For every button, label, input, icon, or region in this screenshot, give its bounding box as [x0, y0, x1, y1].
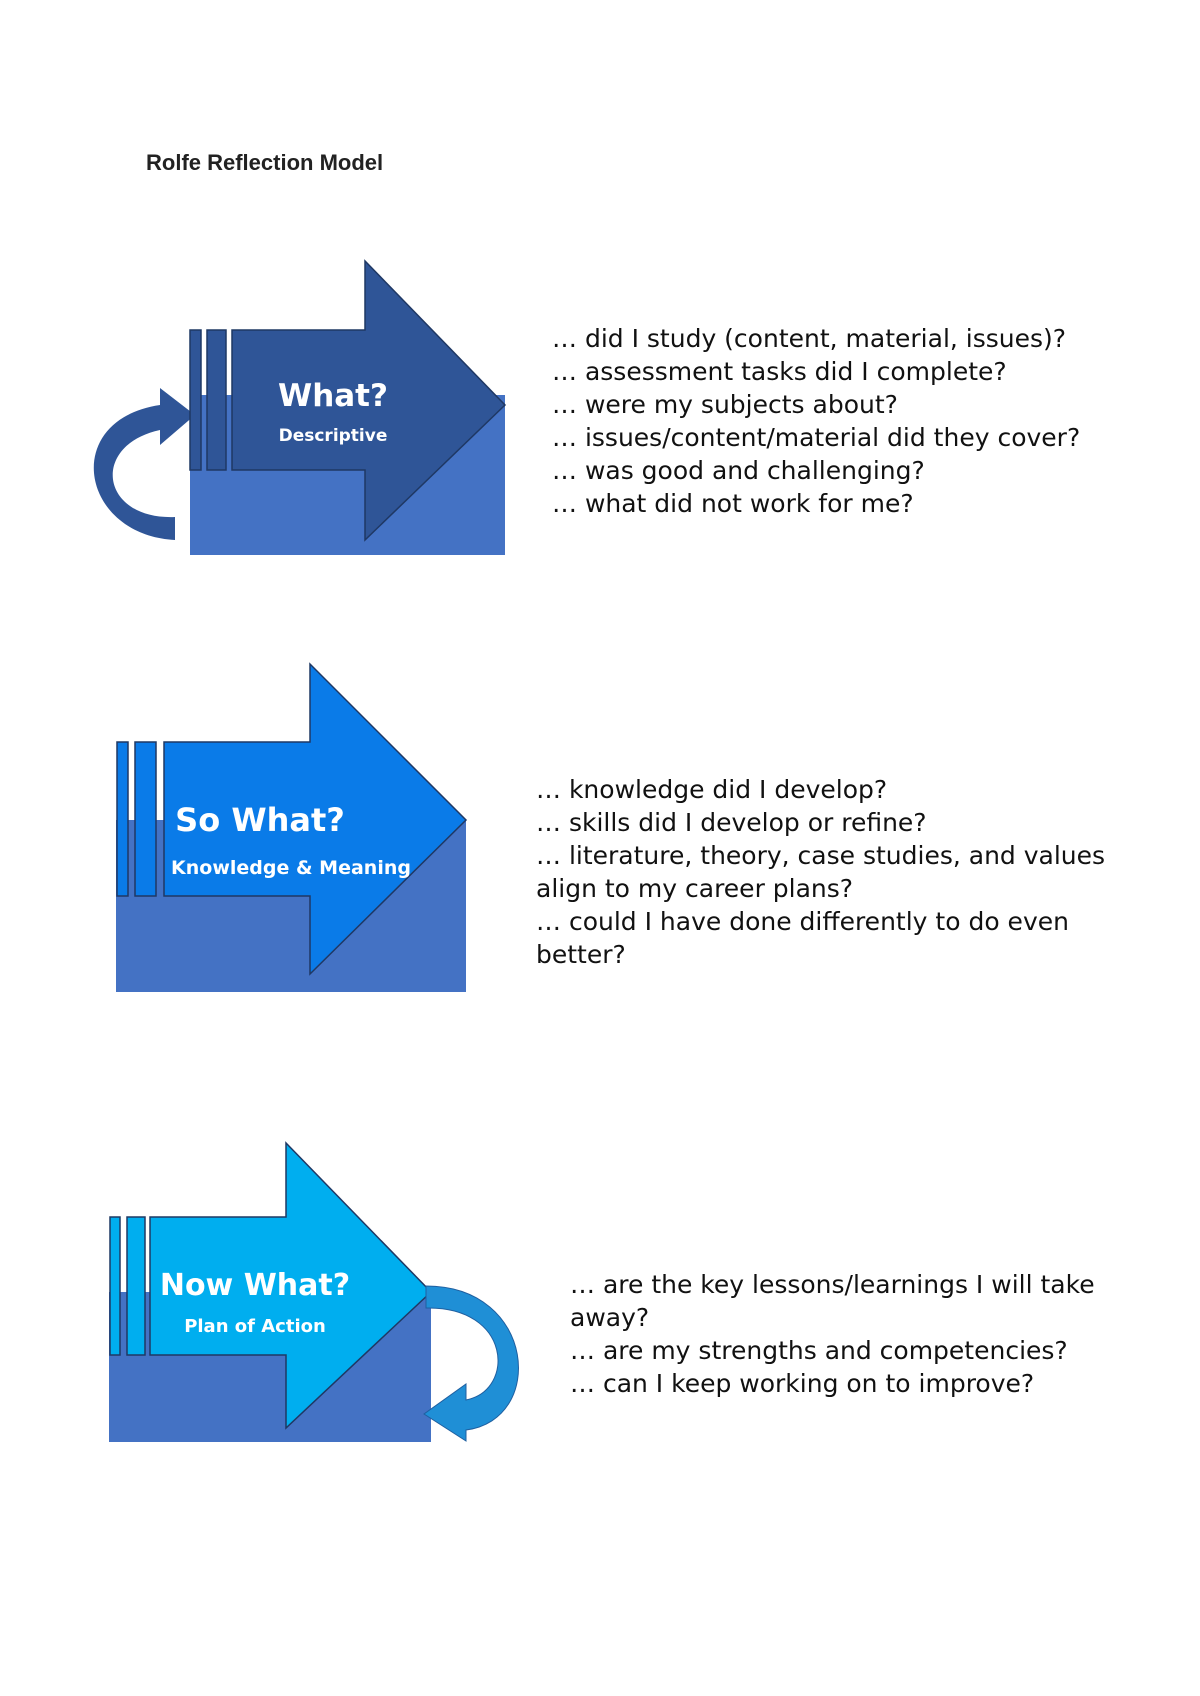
arrow-stripe-what-2: [206, 329, 227, 471]
arrow-subheading-now-what: Plan of Action: [184, 1316, 326, 1337]
arrow-heading-now-what: Now What?: [160, 1268, 350, 1303]
arrow-stripe-now-what-1: [109, 1216, 121, 1356]
question-item: … was good and challenging?: [552, 456, 925, 485]
question-item: … issues/content/material did they cover…: [552, 423, 1081, 452]
question-item: … did I study (content, material, issues…: [552, 324, 1067, 353]
question-item: … were my subjects about?: [552, 390, 898, 419]
question-list-now-what: … are the key lessons/learnings I will t…: [570, 1268, 1110, 1400]
stage-now-what-diagram: Now What? Plan of Action: [109, 1141, 519, 1442]
stage-what-diagram: What? Descriptive: [93, 259, 507, 555]
arrow-stripe-what-1: [189, 329, 202, 471]
arrow-shape-what: [231, 259, 507, 542]
loop-arrow-what: [93, 388, 195, 540]
question-item: … skills did I develop or refine?: [536, 808, 927, 837]
arrow-stripe-so-what-1: [116, 741, 129, 897]
question-item: … assessment tasks did I complete?: [552, 357, 1007, 386]
stage-so-what-diagram: So What? Knowledge & Meaning: [116, 662, 468, 992]
arrow-subheading-what: Descriptive: [279, 426, 388, 446]
arrow-stripe-so-what-2: [134, 741, 157, 897]
arrow-shape-so-what: [163, 662, 468, 976]
question-item: … literature, theory, case studies, and …: [536, 841, 1106, 903]
question-item: … are the key lessons/learnings I will t…: [570, 1270, 1095, 1332]
question-list-so-what: … knowledge did I develop? … skills did …: [536, 773, 1106, 971]
arrow-stripe-now-what-2: [126, 1216, 146, 1356]
question-item: … could I have done differently to do ev…: [536, 907, 1069, 969]
arrow-shape-now-what: [149, 1141, 433, 1430]
page-title: Rolfe Reflection Model: [146, 150, 384, 175]
loop-arrow-now-what: [423, 1285, 519, 1442]
question-item: … knowledge did I develop?: [536, 775, 888, 804]
arrow-heading-so-what: So What?: [175, 801, 345, 839]
question-item: … what did not work for me?: [552, 489, 914, 518]
arrow-heading-what: What?: [278, 378, 388, 414]
question-item: … can I keep working on to improve?: [570, 1369, 1035, 1398]
question-list-what: … did I study (content, material, issues…: [552, 322, 1092, 520]
arrow-subheading-so-what: Knowledge & Meaning: [171, 857, 411, 879]
question-item: … are my strengths and competencies?: [570, 1336, 1068, 1365]
